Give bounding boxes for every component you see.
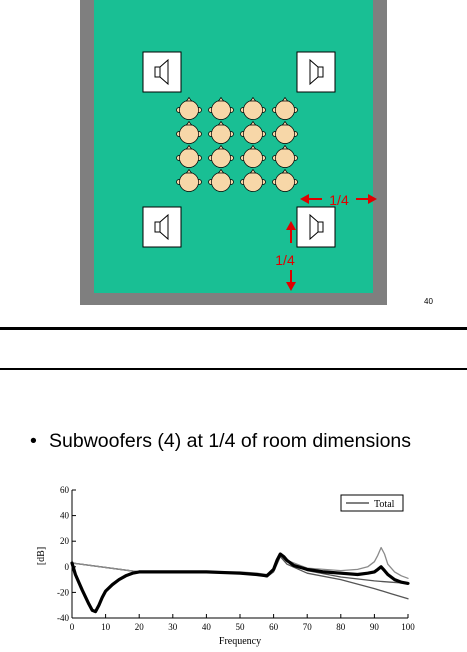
listener-head-icon [208, 168, 234, 192]
room-diagram: 1/4 1/4 [80, 0, 387, 305]
bullet-text: Subwoofers (4) at 1/4 of room dimensions [49, 430, 412, 452]
y-tick-label: 60 [60, 485, 70, 495]
speaker-icon [309, 213, 324, 241]
chart-legend: Total [340, 494, 404, 512]
x-tick-label: 10 [101, 622, 111, 632]
slide-separator-bottom [0, 368, 467, 370]
speaker-icon [154, 213, 169, 241]
listener-head-icon [272, 168, 298, 192]
y-tick-label: 0 [65, 562, 70, 572]
x-tick-label: 50 [236, 622, 246, 632]
x-tick-label: 20 [135, 622, 145, 632]
listener-head-icon [176, 168, 202, 192]
arrow-icon [300, 194, 309, 204]
listener-head-icon [272, 144, 298, 168]
bullet-item: • Subwoofers (4) at 1/4 of room dimension… [30, 430, 411, 453]
listener-head-icon [208, 120, 234, 144]
x-tick-label: 90 [370, 622, 380, 632]
x-tick-label: 60 [269, 622, 279, 632]
listener-head-icon [240, 144, 266, 168]
chart-ylabel: [dB] [36, 547, 47, 565]
chart-series-group [70, 546, 410, 614]
x-tick-label: 80 [336, 622, 346, 632]
frequency-response-chart: -40 -20 0 20 40 60 0 10 20 30 40 50 60 70 80 90 100 Tota… [36, 485, 415, 647]
listener-head-icon [240, 120, 266, 144]
horizontal-quarter-marker: 1/4 [300, 192, 377, 208]
legend-label-total: Total [374, 499, 395, 510]
chart-axes: -40 -20 0 20 40 60 0 10 20 30 40 50 60 70 80 90 100 [57, 485, 415, 632]
horizontal-quarter-label: 1/4 [329, 192, 349, 208]
y-tick-label: 40 [60, 511, 70, 521]
arrow-icon [368, 194, 377, 204]
listener-grid [176, 96, 298, 192]
x-tick-label: 40 [202, 622, 212, 632]
y-tick-label: -20 [57, 587, 69, 597]
listener-head-icon [272, 120, 298, 144]
x-tick-label: 0 [70, 622, 75, 632]
legend-box [340, 494, 404, 512]
bullet-marker: • [30, 430, 37, 452]
speaker-top-left [142, 51, 182, 93]
listener-head-icon [240, 96, 266, 120]
room-floor [94, 0, 373, 293]
vertical-quarter-marker: 1/4 [275, 221, 296, 291]
listener-head-icon [176, 120, 202, 144]
listener-head-icon [208, 144, 234, 168]
speaker-bottom-left [142, 206, 182, 248]
y-tick-label: -40 [57, 613, 69, 623]
vertical-quarter-label: 1/4 [275, 252, 295, 268]
page-number: 40 [424, 297, 433, 306]
x-tick-label: 70 [303, 622, 313, 632]
series-line-total [70, 552, 410, 614]
arrow-icon [286, 221, 296, 230]
arrow-icon [286, 282, 296, 291]
speaker-bottom-right [296, 206, 336, 248]
listener-head-icon [208, 96, 234, 120]
speaker-icon [154, 58, 169, 86]
listener-head-icon [176, 96, 202, 120]
listener-head-icon [272, 96, 298, 120]
chart-xlabel: Frequency [219, 636, 261, 647]
speaker-top-right [296, 51, 336, 93]
slide-separator-top [0, 327, 467, 330]
speaker-icon [309, 58, 324, 86]
x-tick-label: 30 [168, 622, 178, 632]
y-tick-label: 20 [60, 536, 70, 546]
listener-head-icon [176, 144, 202, 168]
listener-head-icon [240, 168, 266, 192]
x-tick-label: 100 [401, 622, 415, 632]
